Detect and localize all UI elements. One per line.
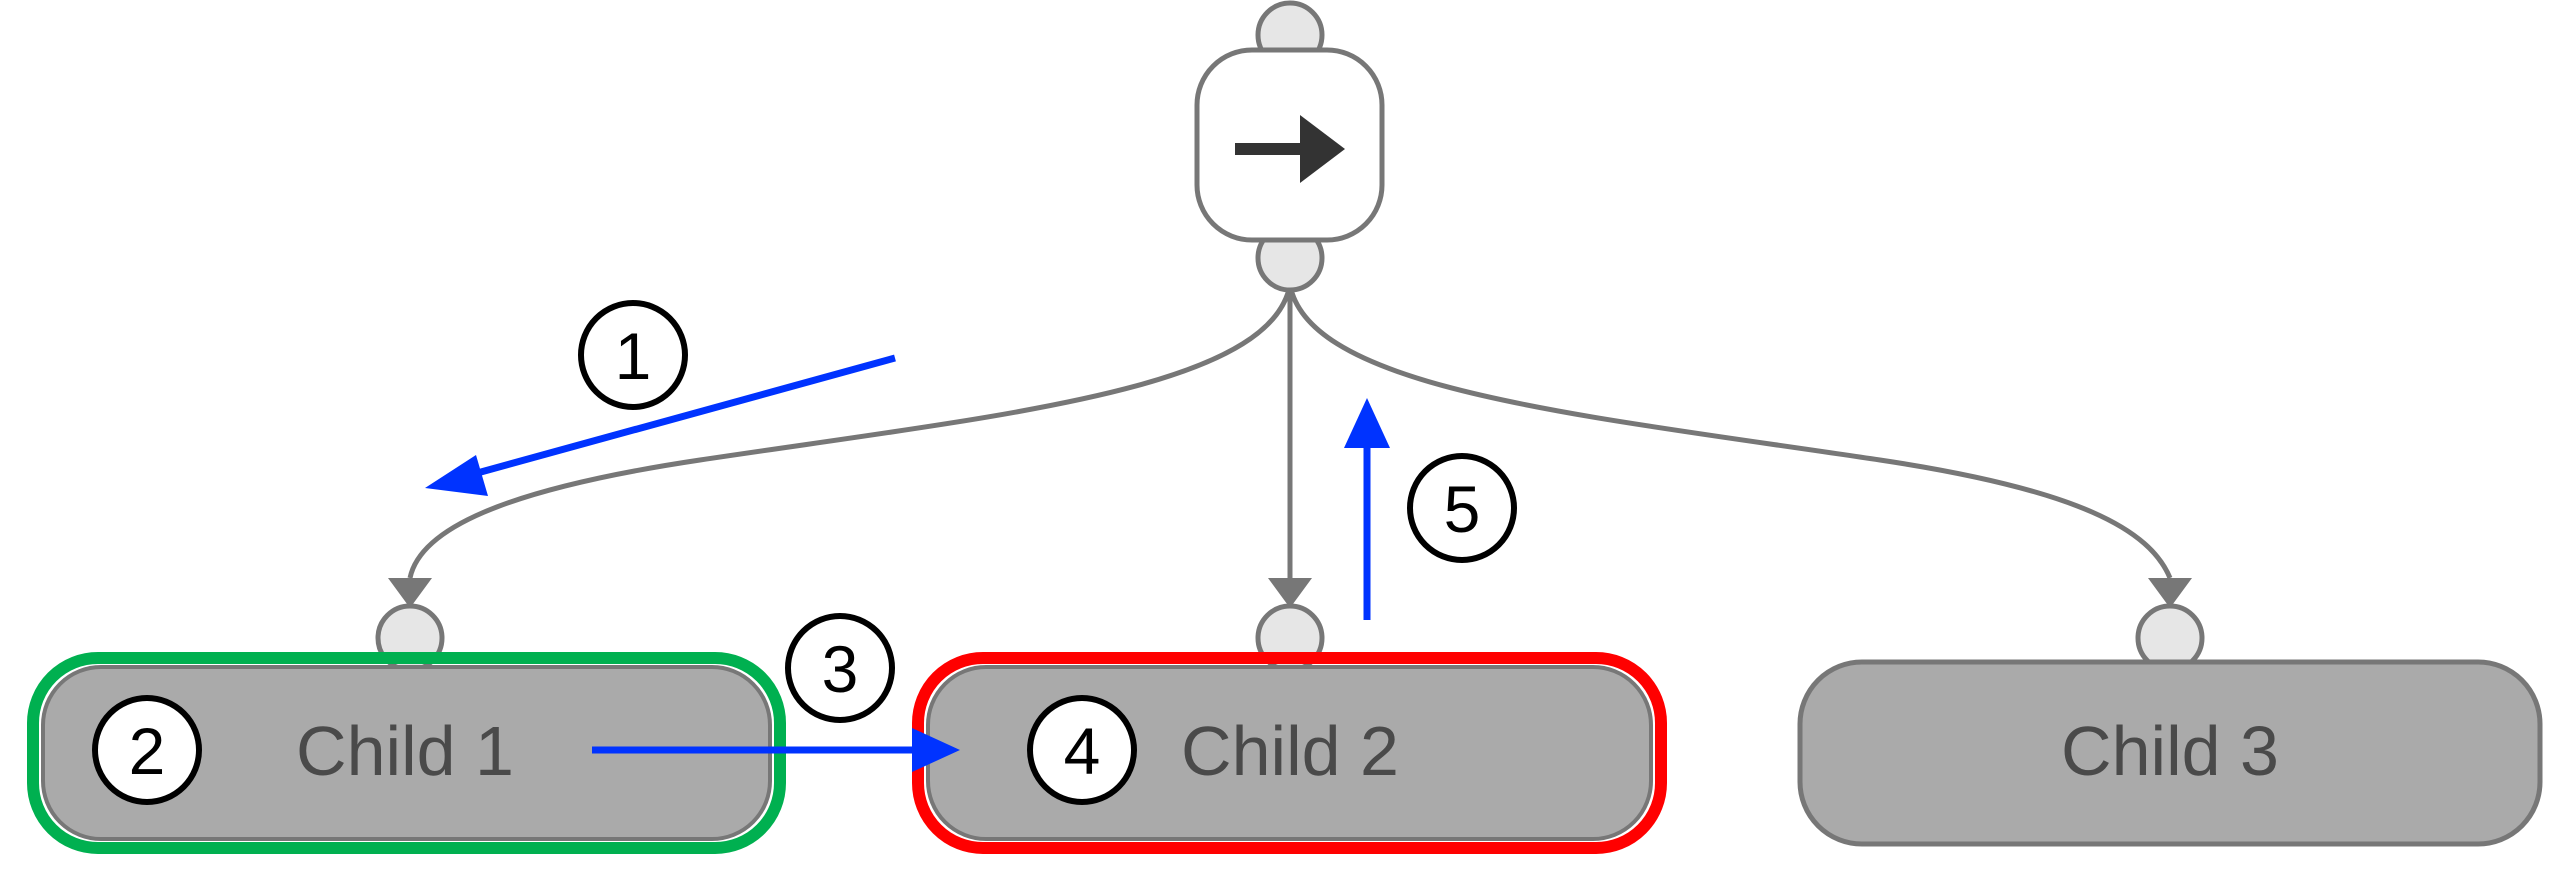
edge-arrowhead-child-1 bbox=[388, 578, 432, 608]
step-badge-1: 1 bbox=[578, 300, 688, 410]
flow-arrowhead-1 bbox=[425, 455, 488, 496]
tree-edges bbox=[388, 284, 2192, 608]
flow-arrowhead-5 bbox=[1344, 398, 1390, 448]
child-node-1[interactable]: Child 1 bbox=[27, 603, 786, 854]
step-badge-1-label: 1 bbox=[615, 319, 652, 393]
step-badge-4-label: 4 bbox=[1064, 714, 1101, 788]
step-badge-5-label: 5 bbox=[1444, 472, 1481, 546]
child-1-label: Child 1 bbox=[296, 712, 514, 790]
edge-arrowhead-child-2 bbox=[1268, 578, 1312, 608]
flow-arrow-1 bbox=[469, 354, 896, 479]
step-badges: 1 2 3 4 5 bbox=[92, 300, 1517, 805]
step-badge-3: 3 bbox=[785, 613, 895, 723]
edge-root-to-child-3 bbox=[1287, 284, 2173, 579]
step-badge-2: 2 bbox=[92, 695, 202, 805]
flow-arrowhead-3 bbox=[912, 728, 960, 772]
edge-arrowhead-child-3 bbox=[2148, 578, 2192, 608]
child-node-3[interactable]: Child 3 bbox=[1797, 603, 2543, 847]
root-sequence-node[interactable] bbox=[1194, 0, 1385, 293]
child-3-label: Child 3 bbox=[2061, 712, 2279, 790]
step-badge-3-label: 3 bbox=[822, 632, 859, 706]
execution-flow-arrows bbox=[425, 354, 1390, 772]
step-badge-4: 4 bbox=[1027, 695, 1137, 805]
step-badge-2-label: 2 bbox=[129, 714, 166, 788]
step-badge-5: 5 bbox=[1407, 453, 1517, 563]
child-node-2[interactable]: Child 2 bbox=[912, 603, 1667, 854]
edge-root-to-child-1 bbox=[407, 284, 1293, 579]
child-2-label: Child 2 bbox=[1181, 712, 1399, 790]
right-arrow-icon bbox=[1235, 115, 1345, 183]
child-3-body[interactable] bbox=[1797, 659, 2543, 847]
